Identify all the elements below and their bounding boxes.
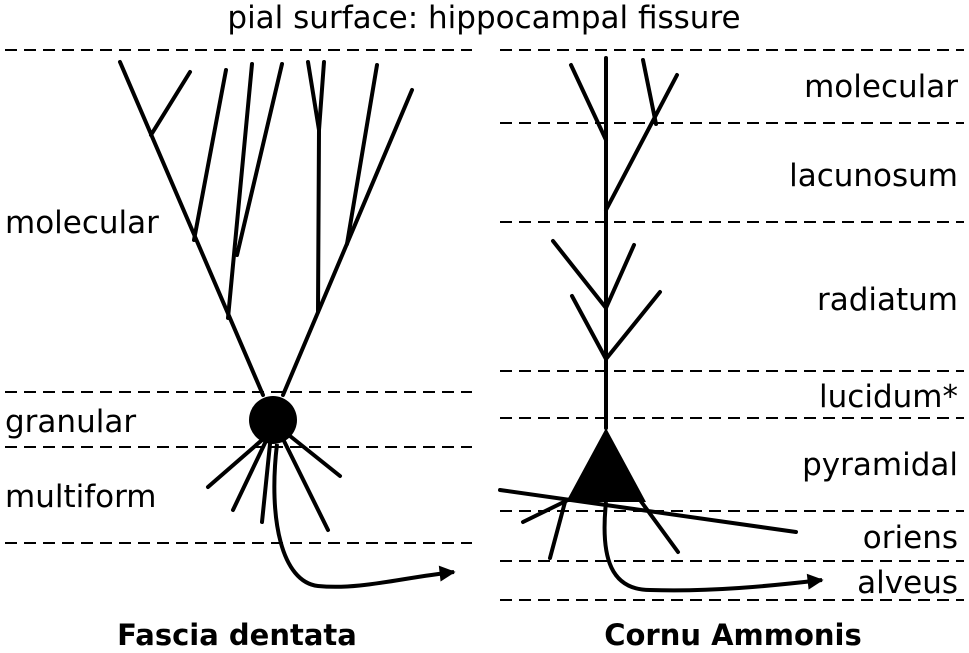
pyramidal-cell-apical-dendrites xyxy=(551,56,679,430)
cornu-ammonis-boundaries xyxy=(500,49,964,601)
layer-label-lucidum: lucidum* xyxy=(819,379,958,415)
layer-label-radiatum: radiatum xyxy=(817,282,958,318)
pyramidal-cell-basal-dendrites xyxy=(498,488,798,560)
granule-cell-dendrites xyxy=(118,60,414,397)
granule-cell-axon-arrow xyxy=(272,443,456,589)
layer-label-oriens: oriens xyxy=(863,520,958,556)
diagram-title: pial surface: hippocampal fissure xyxy=(227,0,740,36)
layer-label-granular: granular xyxy=(5,404,136,440)
granule-cell-soma xyxy=(249,396,297,444)
caption-fascia-dentata: Fascia dentata xyxy=(117,618,357,652)
layer-label-multiform: multiform xyxy=(5,479,157,515)
granule-cell-basal-dendrites xyxy=(206,434,342,532)
layer-label-molecular-left: molecular xyxy=(5,205,159,241)
fascia-dentata-boundaries xyxy=(5,49,472,544)
layer-label-lacunosum: lacunosum xyxy=(789,158,958,194)
caption-cornu-ammonis: Cornu Ammonis xyxy=(604,618,862,652)
pyramidal-cell-axon-arrow xyxy=(602,501,824,593)
layer-label-alveus: alveus xyxy=(857,565,958,601)
granule-cell xyxy=(118,60,456,589)
pyramidal-cell-soma xyxy=(566,428,646,502)
layer-label-molecular-right: molecular xyxy=(804,69,958,105)
pyramidal-cell xyxy=(498,56,824,593)
layer-label-pyramidal: pyramidal xyxy=(802,447,958,483)
